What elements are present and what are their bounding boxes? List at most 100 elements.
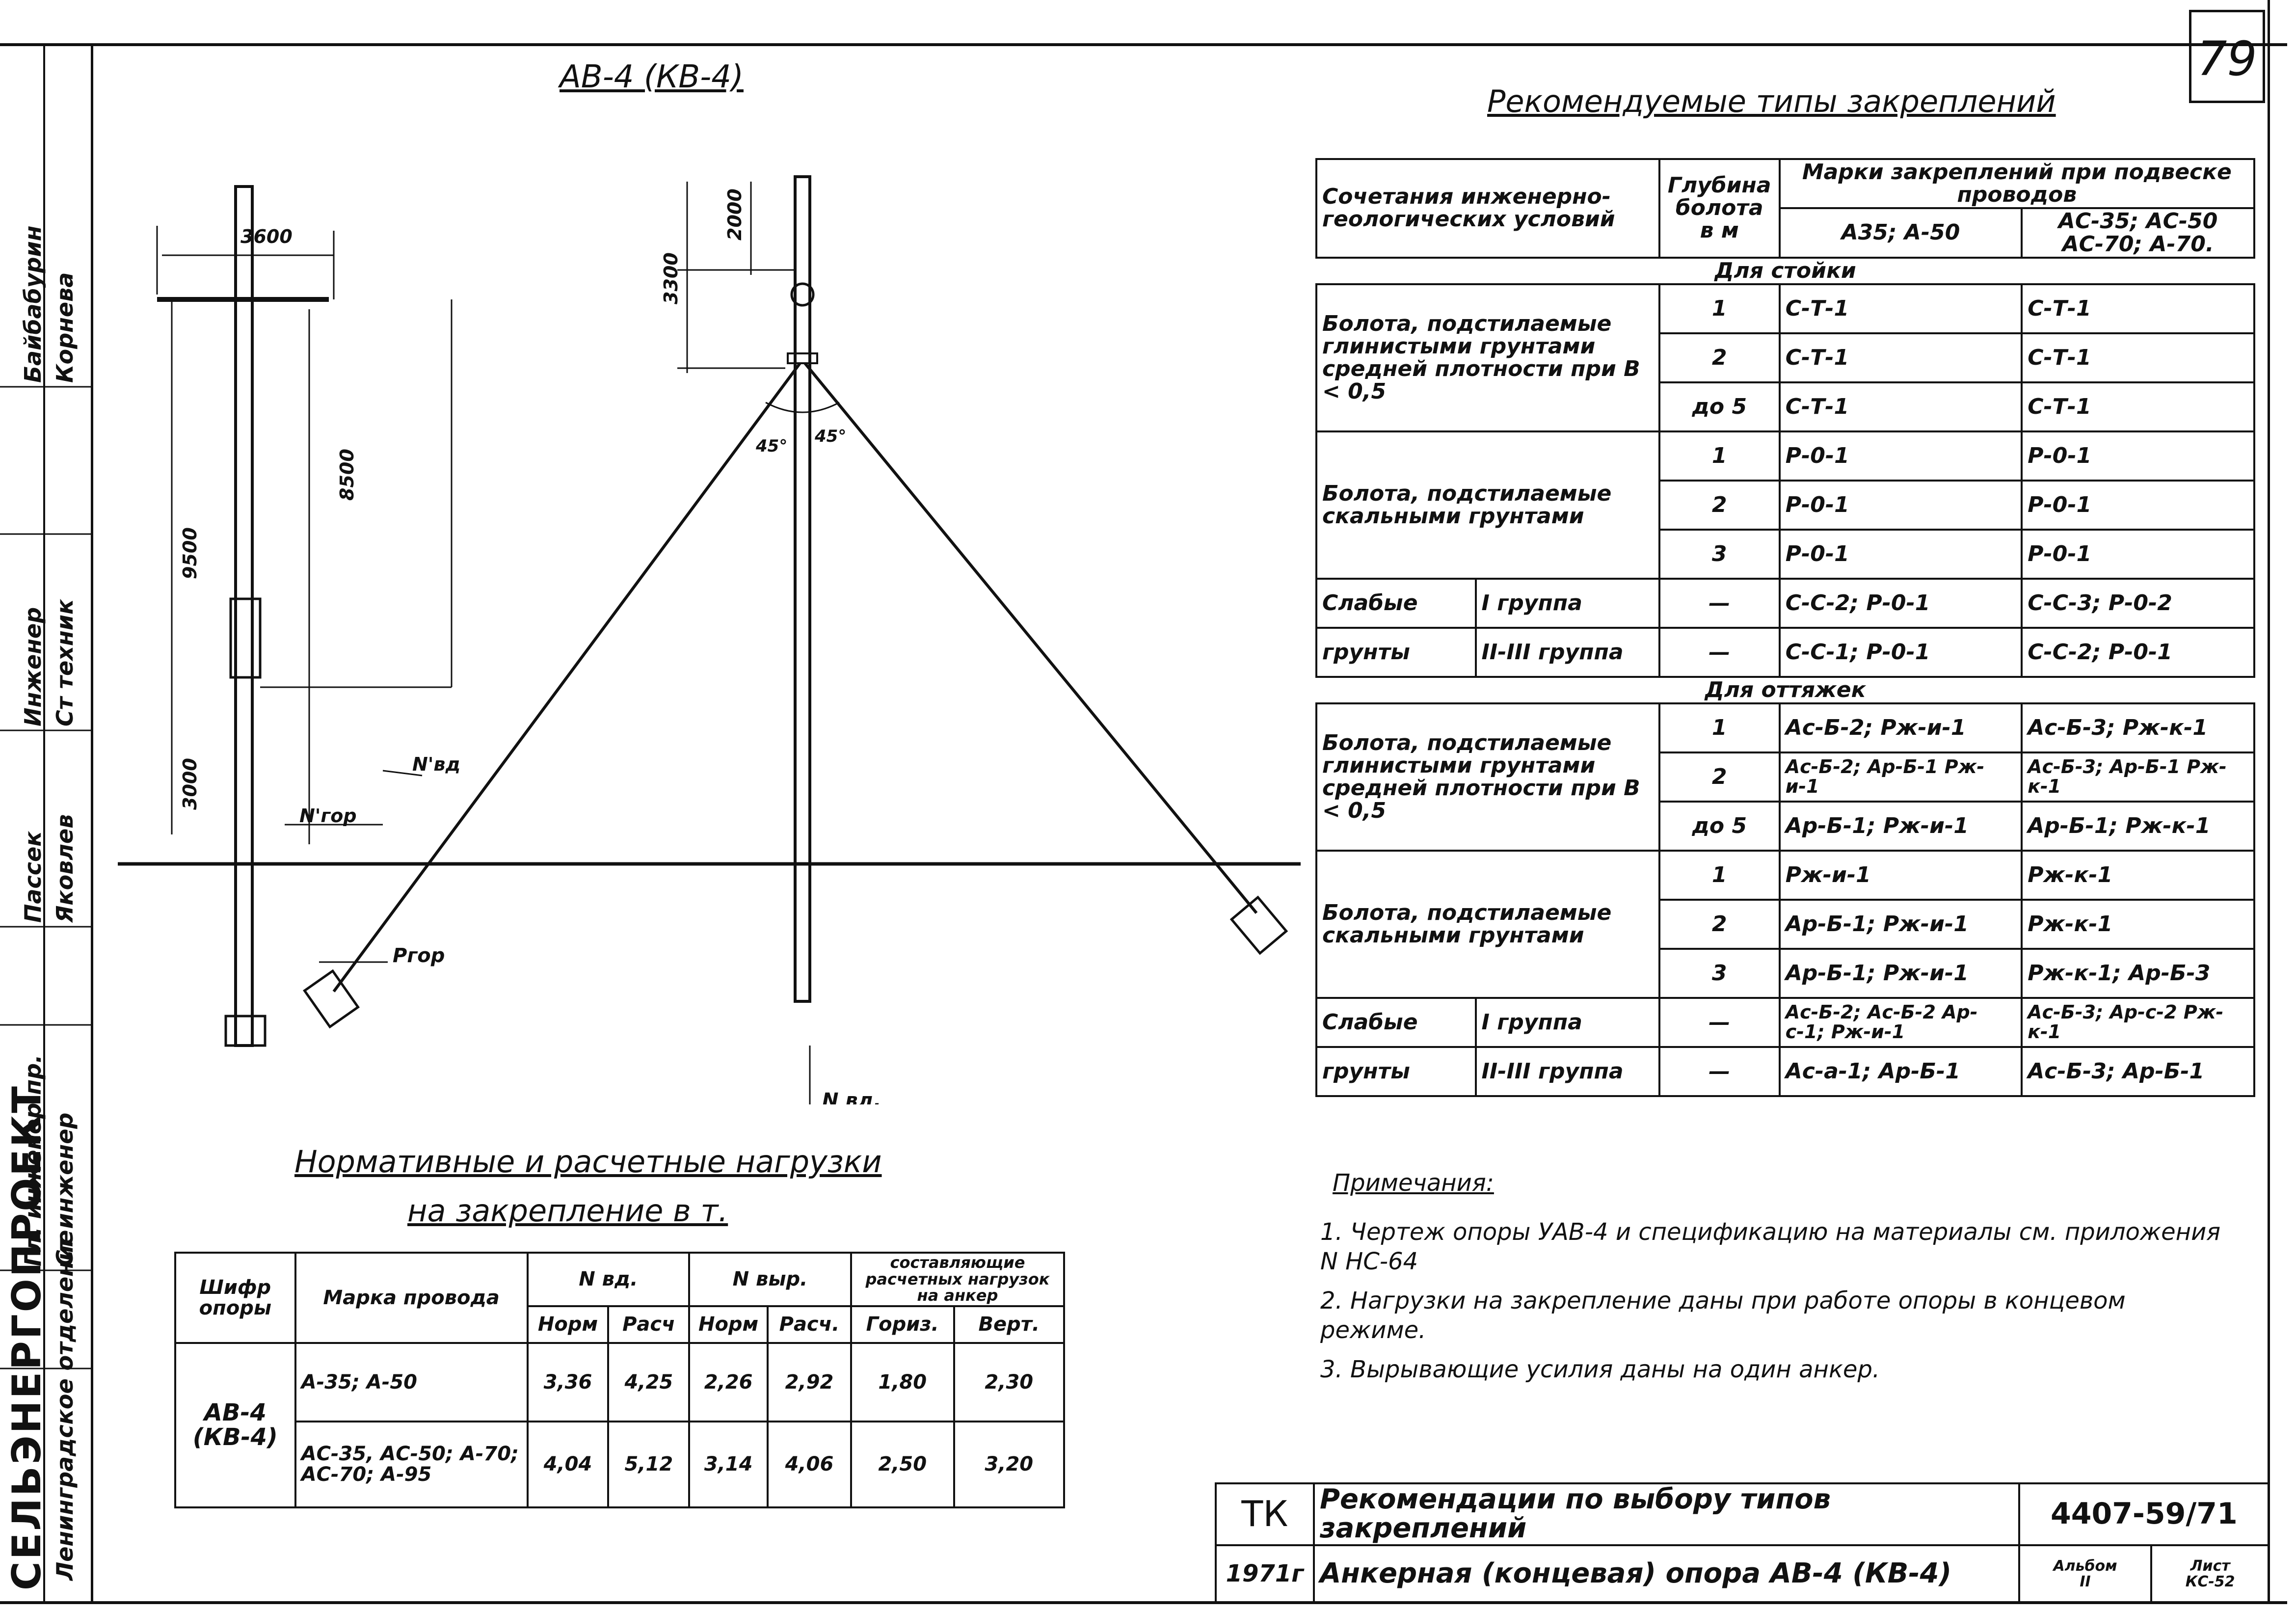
cell: С-Т-1 bbox=[2021, 381, 2255, 432]
cell: С-С-3; Р-0-2 bbox=[2021, 577, 2255, 629]
cell: Р-0-1 bbox=[2021, 479, 2255, 531]
side-pole bbox=[234, 185, 254, 1047]
cell: С-Т-1 bbox=[1778, 283, 2023, 334]
guy-left bbox=[332, 362, 801, 993]
cell: Ар-Б-1; Рж-и-1 bbox=[1778, 899, 2023, 950]
frame-right bbox=[2268, 0, 2270, 1601]
cell: Рж-к-1 bbox=[2021, 850, 2255, 901]
hdr-conditions: Сочетания инженерно-геологических услови… bbox=[1315, 158, 1660, 259]
cell: 1 bbox=[1658, 850, 1781, 901]
cell: 2,92 bbox=[767, 1342, 852, 1422]
stamp-sheet: Лист КС-52 bbox=[2150, 1544, 2270, 1604]
cell: АС-35, АС-50; А-70; АС-70; А-95 bbox=[294, 1420, 529, 1508]
cell: 2,30 bbox=[953, 1342, 1066, 1422]
angle-left: 45° bbox=[755, 436, 787, 456]
cell: Р-0-1 bbox=[1778, 430, 2023, 482]
cell: — bbox=[1658, 997, 1781, 1048]
cell: 3 bbox=[1658, 948, 1781, 999]
cell: 3 bbox=[1658, 528, 1781, 580]
hdr-marks: Марки закреплений при подвеске проводов bbox=[1778, 158, 2256, 210]
cell: Рж-к-1 bbox=[2021, 899, 2255, 950]
cell: до 5 bbox=[1658, 381, 1781, 432]
stamp-wrap: ТК Рекомендации по выбору типов закрепле… bbox=[1215, 1482, 2270, 1604]
cell: — bbox=[1658, 577, 1781, 629]
loads-title-1: Нормативные и расчетные нагрузки bbox=[294, 1144, 882, 1180]
sheet-number: 79 bbox=[2197, 31, 2257, 86]
notes: Примечания: 1. Чертеж опоры УАВ-4 и спец… bbox=[1320, 1168, 2228, 1384]
recommended-title: Рекомендуемые типы закреплений bbox=[1487, 83, 2056, 119]
hdr-horiz: Гориз. bbox=[850, 1305, 955, 1344]
cell: 3,36 bbox=[526, 1342, 610, 1422]
cell: II-III группа bbox=[1474, 626, 1660, 678]
dim-3600: 3600 bbox=[240, 226, 293, 247]
cell: 3,20 bbox=[953, 1420, 1066, 1508]
cell: Р-0-1 bbox=[1778, 479, 2023, 531]
loads-title-2: на закрепление в т. bbox=[407, 1193, 728, 1229]
cell: 2 bbox=[1658, 332, 1781, 383]
dim-8500: 8500 bbox=[336, 449, 358, 501]
cell: Р-0-1 bbox=[1778, 528, 2023, 580]
cell: Слабые bbox=[1315, 577, 1477, 629]
cell: Ар-Б-1; Рж-и-1 bbox=[1778, 948, 2023, 999]
cell: Ас-а-1; Ар-Б-1 bbox=[1778, 1046, 2023, 1098]
stamp-year: 1971г bbox=[1215, 1544, 1315, 1604]
album-label: Альбом bbox=[2053, 1557, 2117, 1575]
cell: Р-0-1 bbox=[2021, 430, 2255, 482]
cell: до 5 bbox=[1658, 801, 1781, 852]
hdr-rasch2: Расч. bbox=[767, 1305, 852, 1344]
stamp-title: Рекомендации по выбору типов закреплений bbox=[1312, 1482, 2020, 1546]
stand-cond-1: Болота, подстилаемые глинистыми грунтами… bbox=[1315, 283, 1660, 432]
drawing-title: АВ-4 (КВ-4) bbox=[560, 59, 744, 95]
cell: 5,12 bbox=[607, 1420, 691, 1508]
cell: Ас-Б-2; Ас-Б-2 Ар-с-1; Рж-и-1 bbox=[1778, 997, 2023, 1048]
note-2: 2. Нагрузки на закрепление даны при рабо… bbox=[1320, 1287, 2126, 1344]
frame-bottom bbox=[0, 1601, 2287, 1604]
cell: Ас-Б-3; Ар-Б-1 Рж-к-1 bbox=[2021, 751, 2255, 803]
label-n-vd-prime: N'вд bbox=[412, 753, 460, 775]
cell: 2,26 bbox=[688, 1342, 769, 1422]
cell: — bbox=[1658, 626, 1781, 678]
stamp-tk: ТК bbox=[1215, 1482, 1315, 1546]
hdr-mark-b: АС-35; АС-50 АС-70; А-70. bbox=[2021, 207, 2255, 259]
cell: 1 bbox=[1658, 283, 1781, 334]
cell: 2 bbox=[1658, 899, 1781, 950]
cell: С-Т-1 bbox=[2021, 332, 2255, 383]
guy-cond-1: Болота, подстилаемые глинистыми грунтами… bbox=[1315, 702, 1660, 852]
hdr-rasch: Расч bbox=[607, 1305, 691, 1344]
cell: 4,25 bbox=[607, 1342, 691, 1422]
label-n-vd: N вд. bbox=[822, 1089, 881, 1104]
frame-top bbox=[0, 43, 2287, 46]
dim-2000: 2000 bbox=[724, 188, 746, 241]
cell: 2 bbox=[1658, 479, 1781, 531]
hdr-norm2: Норм bbox=[688, 1305, 769, 1344]
section-stand: Для стойки bbox=[1316, 256, 2254, 285]
dim-3300: 3300 bbox=[660, 252, 682, 304]
code-value: АВ-4 (КВ-4) bbox=[174, 1342, 296, 1508]
cell: С-С-2; Р-0-1 bbox=[2021, 626, 2255, 678]
cell: С-С-2; Р-0-1 bbox=[1778, 577, 2023, 629]
cell: — bbox=[1658, 1046, 1781, 1098]
cell: С-С-1; Р-0-1 bbox=[1778, 626, 2023, 678]
cell: 1 bbox=[1658, 430, 1781, 482]
cell: А-35; А-50 bbox=[294, 1342, 529, 1422]
label-n-gor-prime: N'гор bbox=[299, 805, 357, 827]
cell: I группа bbox=[1474, 997, 1660, 1048]
anchor-right bbox=[1229, 895, 1288, 955]
hdr-vert: Верт. bbox=[953, 1305, 1066, 1344]
hdr-code: Шифр опоры bbox=[174, 1252, 296, 1344]
cell: 4,06 bbox=[767, 1420, 852, 1508]
cell: Рж-к-1; Ар-Б-3 bbox=[2021, 948, 2255, 999]
cell: Ар-Б-1; Рж-к-1 bbox=[2021, 801, 2255, 852]
hdr-components: составляющие расчетных нагрузок на анкер bbox=[850, 1252, 1066, 1307]
label-p-gor: Pгор bbox=[393, 944, 445, 967]
cell: грунты bbox=[1315, 1046, 1477, 1098]
cell: С-Т-1 bbox=[1778, 381, 2023, 432]
stamp-subtitle: Анкерная (концевая) опора АВ-4 (КВ-4) bbox=[1312, 1544, 2020, 1604]
stamp-album: Альбом II bbox=[2018, 1544, 2153, 1604]
cell: Р-0-1 bbox=[2021, 528, 2255, 580]
cell: Ас-Б-3; Ар-с-2 Рж-к-1 bbox=[2021, 997, 2255, 1048]
pole-drawing: 3600 8500 9500 3000 3300 2000 45° 45° N'… bbox=[118, 175, 1301, 1104]
dim-3000: 3000 bbox=[179, 758, 201, 810]
sheet-value: КС-52 bbox=[2185, 1573, 2235, 1590]
cell: Ас-Б-2; Рж-и-1 bbox=[1778, 702, 2023, 754]
